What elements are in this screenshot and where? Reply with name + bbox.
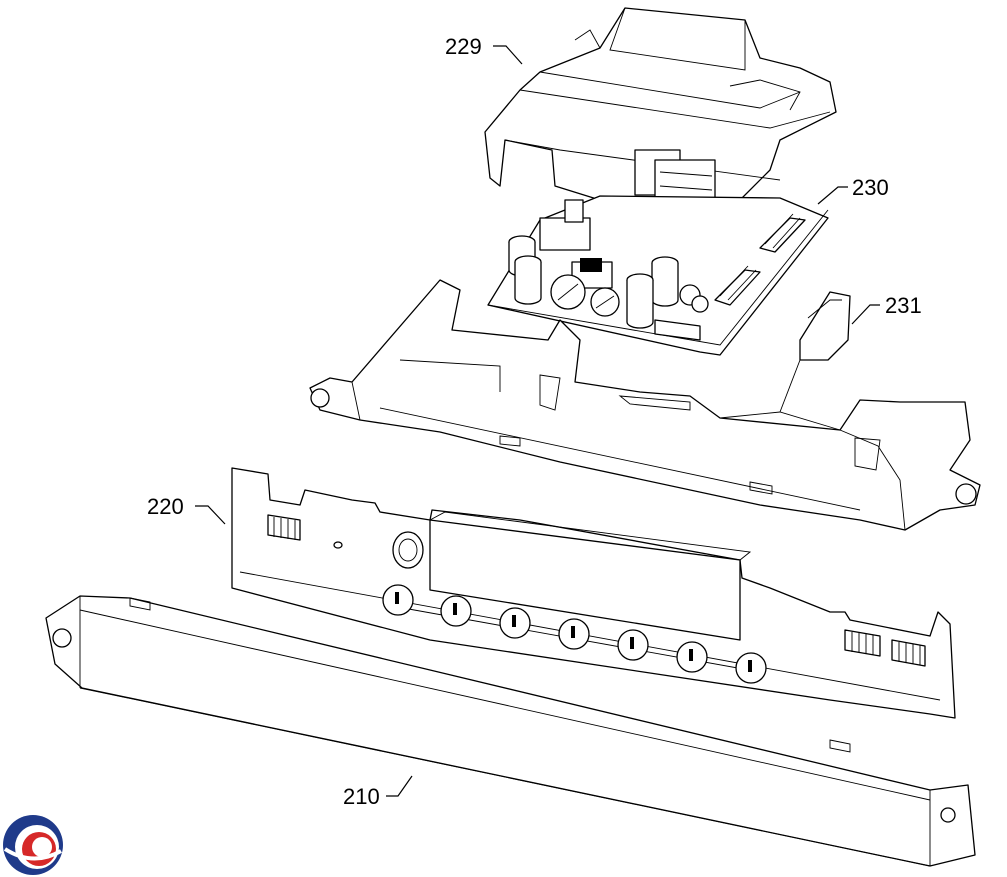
brand-swirl-logo-icon (3, 815, 63, 875)
callout-231-label: 231 (885, 293, 922, 318)
part-230-pcb (487, 195, 829, 356)
part-220-control-board (231, 467, 956, 719)
callout-231: 231 (851, 293, 922, 325)
callout-220-label: 220 (147, 494, 184, 519)
callout-210: 210 (343, 775, 413, 809)
callout-230-label: 230 (852, 175, 889, 200)
callout-229-label: 229 (445, 34, 482, 59)
carrier-frame (309, 279, 981, 531)
callout-229: 229 (445, 34, 523, 65)
callout-210-label: 210 (343, 784, 380, 809)
callout-230: 230 (817, 175, 889, 205)
part-210-fascia (45, 595, 976, 867)
part-231-bracket (779, 291, 851, 413)
part-229-cover (484, 7, 837, 229)
push-buttons (382, 584, 767, 684)
callout-220: 220 (147, 494, 226, 525)
